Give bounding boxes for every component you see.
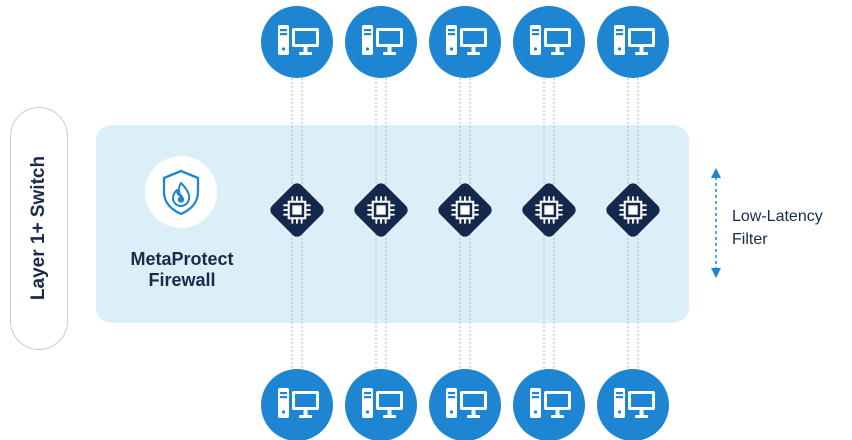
computer-icon <box>597 6 669 78</box>
firewall-label: MetaProtect Firewall <box>110 249 254 291</box>
firewall-label-line2: Firewall <box>148 270 216 290</box>
filter-label-line1: Low-Latency <box>732 208 823 225</box>
computer-icon <box>345 369 417 440</box>
filter-label: Low-Latency Filter <box>732 205 823 251</box>
computer-icon <box>429 6 501 78</box>
computer-icon <box>261 369 333 440</box>
computer-icon <box>429 369 501 440</box>
switch-label: Layer 1+ Switch <box>28 155 49 301</box>
computer-icon <box>597 369 669 440</box>
filter-label-line2: Filter <box>732 231 768 248</box>
firewall-label-line1: MetaProtect <box>130 249 234 269</box>
computer-icon <box>513 6 585 78</box>
computer-icon <box>345 6 417 78</box>
switch-pill <box>10 107 68 350</box>
computer-icon <box>261 6 333 78</box>
shield-flame-icon <box>145 156 217 228</box>
computer-icon <box>513 369 585 440</box>
double-arrow-icon <box>711 168 721 278</box>
